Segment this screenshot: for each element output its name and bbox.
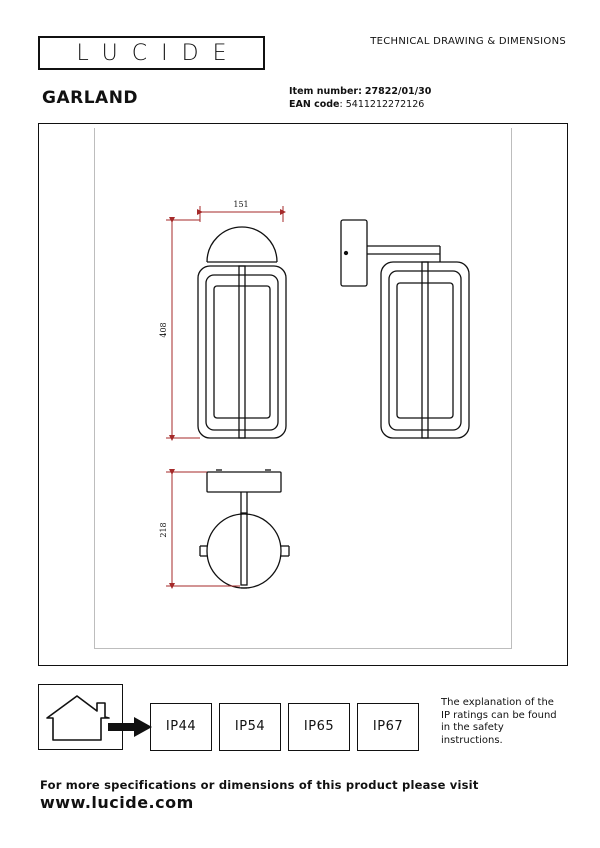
- right-arrow-icon: [108, 717, 152, 737]
- dim-height-label: 408: [159, 322, 168, 337]
- house-icon-box: [38, 684, 123, 750]
- ip-rating-ip67: IP67: [357, 703, 419, 751]
- dim-height: [166, 217, 200, 441]
- ip-note-line: The explanation of the: [441, 697, 554, 708]
- top-view-wall-plate: [206, 471, 282, 493]
- brand-logo: LUCIDE: [38, 36, 265, 70]
- front-view-cage-outer: [197, 265, 287, 439]
- top-view: [199, 469, 290, 589]
- side-view-glass: [396, 282, 454, 419]
- ip-note-line: in the safety: [441, 722, 504, 733]
- drawing-frame: [38, 123, 568, 666]
- product-name: GARLAND: [42, 88, 139, 108]
- document-type: TECHNICAL DRAWING & DIMENSIONS: [370, 36, 566, 47]
- front-view-center-bar: [238, 265, 246, 439]
- ean-code-line: EAN code: 5411212272126: [289, 99, 424, 110]
- front-view: [197, 226, 287, 439]
- brand-logo-text: LUCIDE: [76, 41, 241, 66]
- top-view-cage-circle: [206, 513, 282, 589]
- side-view: [340, 219, 470, 439]
- house-outline-icon: [46, 695, 110, 741]
- side-view-cage-outer: [380, 261, 470, 439]
- item-number-label: Item number:: [289, 86, 362, 97]
- front-view-cage-inner: [205, 274, 279, 431]
- ip-rating-ip65: IP65: [288, 703, 350, 751]
- ip-rating-ip54: IP54: [219, 703, 281, 751]
- item-number-line: Item number: 27822/01/30: [289, 86, 431, 97]
- top-view-center-bar: [240, 512, 248, 586]
- item-number-value: 27822/01/30: [364, 86, 432, 97]
- front-view-dome: [206, 226, 278, 263]
- dim-width: [197, 206, 286, 222]
- ip-note-line: instructions.: [441, 734, 503, 746]
- side-view-wall-plate: [340, 219, 368, 287]
- drawing-inner-frame: [94, 128, 512, 649]
- footer-url-link[interactable]: www.lucide.com: [40, 793, 194, 812]
- side-view-center-bar: [421, 261, 429, 439]
- dim-width-label: 151: [233, 200, 248, 209]
- ean-code-label: EAN code: [289, 99, 340, 110]
- front-view-glass: [213, 285, 271, 419]
- dim-depth-label: 218: [159, 522, 168, 537]
- ip-note-line: IP ratings can be found: [441, 709, 557, 721]
- ean-code-value: : 5411212272126: [339, 99, 425, 110]
- ip-rating-ip44: IP44: [150, 703, 212, 751]
- side-view-cage-inner: [388, 270, 462, 431]
- dim-depth: [166, 469, 240, 589]
- ip-explanation-note: The explanation of the IP ratings can be…: [441, 697, 571, 747]
- footer-text: For more specifications or dimensions of…: [40, 778, 479, 792]
